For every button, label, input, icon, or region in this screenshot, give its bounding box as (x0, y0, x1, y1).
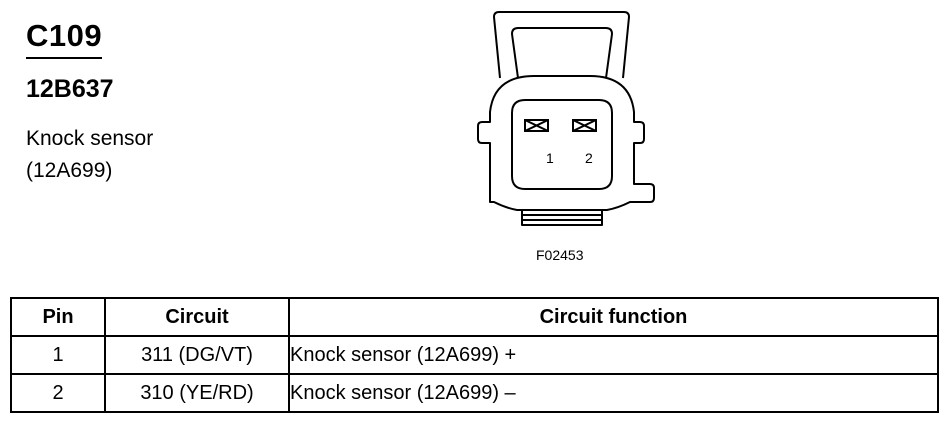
table-row: 1 311 (DG/VT) Knock sensor (12A699) + (10, 335, 939, 375)
latch-outer-outline (493, 11, 630, 79)
component-part-number: (12A699) (26, 159, 113, 182)
circuit-cell: 310 (YE/RD) (104, 373, 290, 413)
table-row: 2 310 (YE/RD) Knock sensor (12A699) – (10, 373, 939, 413)
part-number: 12B637 (26, 75, 114, 103)
column-header-circuit-function: Circuit function (288, 297, 939, 337)
column-header-circuit: Circuit (104, 297, 290, 337)
circuit-function-cell: Knock sensor (12A699) + (288, 335, 939, 375)
circuit-function-cell: Knock sensor (12A699) – (288, 373, 939, 413)
figure-code: F02453 (536, 247, 584, 263)
pin-2-label: 2 (585, 150, 593, 166)
pin-1-label: 1 (546, 150, 554, 166)
connector-id: C109 (26, 18, 103, 59)
latch-inner-outline (511, 27, 613, 79)
connector-body-outline (477, 75, 655, 211)
pin-table: Pin Circuit Circuit function 1 311 (DG/V… (10, 297, 939, 413)
pin-cell: 1 (10, 335, 106, 375)
connector-diagram: 1 2 (477, 11, 655, 226)
column-header-pin: Pin (10, 297, 106, 337)
bottom-key-outline (521, 210, 603, 226)
circuit-cell: 311 (DG/VT) (104, 335, 290, 375)
pin-2-terminal (572, 119, 597, 132)
pin-cell: 2 (10, 373, 106, 413)
component-name: Knock sensor (26, 127, 154, 150)
terminal-cavity-outline (511, 99, 613, 190)
table-header-row: Pin Circuit Circuit function (10, 297, 939, 337)
pin-1-terminal (524, 119, 549, 132)
